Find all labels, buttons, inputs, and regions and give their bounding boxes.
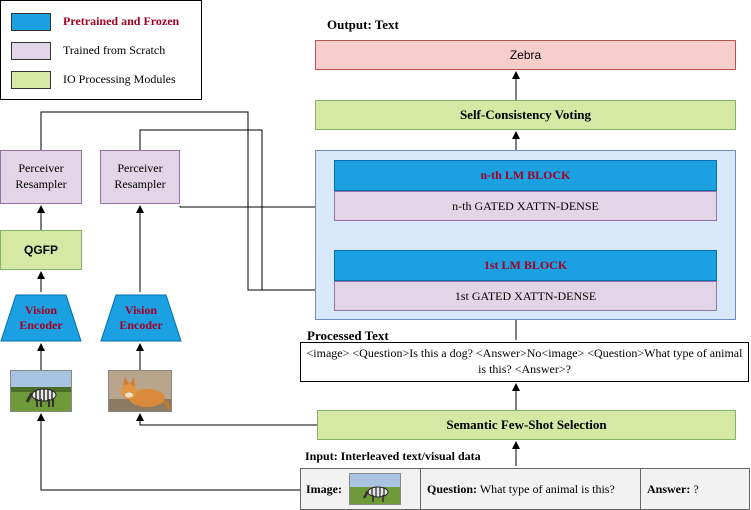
semantic-few-shot-selection-label: Semantic Few-Shot Selection (446, 417, 607, 432)
processed-text-value: <image> <Question>Is this a dog? <Answer… (306, 346, 743, 376)
nth-lm-block-label: n-th LM BLOCK (480, 168, 571, 182)
legend: Pretrained and Frozen Trained from Scrat… (0, 0, 202, 100)
first-lm-block: 1st LM BLOCK (334, 250, 717, 281)
input-title: Input: Interleaved text/visual data (305, 449, 481, 463)
vision-encoder-2-shape (100, 294, 182, 342)
vision-encoder-2-label: Vision Encoder (119, 303, 163, 332)
output-box: Zebra (315, 40, 736, 70)
input-answer: Answer: ? (647, 482, 699, 497)
first-gated-xattn-label: 1st GATED XATTN-DENSE (454, 288, 597, 303)
qgfp-label: QGFP (23, 243, 58, 257)
legend-label-io: IO Processing Modules (63, 72, 176, 86)
input-row: Image: Question: What type of animal is … (300, 468, 750, 510)
first-lm-block-label: 1st LM BLOCK (483, 258, 568, 272)
input-question-cell: Question: What type of animal is this? (421, 469, 641, 509)
legend-label-frozen: Pretrained and Frozen (63, 14, 180, 28)
input-image-cell: Image: (301, 469, 421, 509)
input-zebra-image (349, 473, 401, 505)
input-image-label: Image: (306, 482, 342, 496)
perceiver-resampler-2-label: Perceiver Resampler (114, 161, 166, 191)
output-title: Output: Text (327, 17, 399, 32)
self-consistency-voting: Self-Consistency Voting (315, 100, 736, 130)
self-consistency-voting-label: Self-Consistency Voting (459, 107, 592, 122)
input-question: Question: What type of animal is this? (427, 482, 615, 497)
input-answer-text: ? (693, 482, 699, 496)
zebra-image (10, 370, 72, 412)
input-answer-cell: Answer: ? (641, 469, 749, 509)
qgfp-module: QGFP (0, 230, 82, 270)
legend-label-scratch: Trained from Scratch (63, 43, 166, 57)
input-question-label: Question: (427, 482, 478, 496)
perceiver-resampler-1-label: Perceiver Resampler (15, 161, 67, 191)
perceiver-resampler-1: Perceiver Resampler (0, 150, 82, 204)
nth-gated-xattn: n-th GATED XATTN-DENSE (334, 191, 717, 221)
first-gated-xattn: 1st GATED XATTN-DENSE (334, 281, 717, 311)
input-answer-label: Answer: (647, 482, 691, 496)
legend-swatch-scratch (11, 42, 51, 60)
cat-picture (109, 371, 171, 411)
zebra-picture (11, 371, 71, 411)
legend-swatch-io (11, 71, 51, 89)
processed-text-box: <image> <Question>Is this a dog? <Answer… (300, 342, 749, 382)
vision-encoder-1-label: Vision Encoder (19, 303, 63, 332)
input-zebra-picture (350, 474, 400, 504)
nth-lm-block: n-th LM BLOCK (334, 160, 717, 191)
processed-text-title: Processed Text (307, 328, 389, 343)
nth-gated-xattn-label: n-th GATED XATTN-DENSE (452, 198, 599, 213)
output-value: Zebra (509, 48, 542, 62)
semantic-few-shot-selection: Semantic Few-Shot Selection (317, 410, 736, 440)
perceiver-resampler-2: Perceiver Resampler (100, 150, 180, 204)
vision-encoder-1-shape (0, 294, 82, 342)
cat-image (108, 370, 172, 412)
legend-swatch-frozen (11, 13, 51, 31)
vision-encoder-2: Vision Encoder (100, 294, 182, 342)
input-question-text: What type of animal is this? (479, 482, 615, 496)
vision-encoder-1: Vision Encoder (0, 294, 82, 342)
